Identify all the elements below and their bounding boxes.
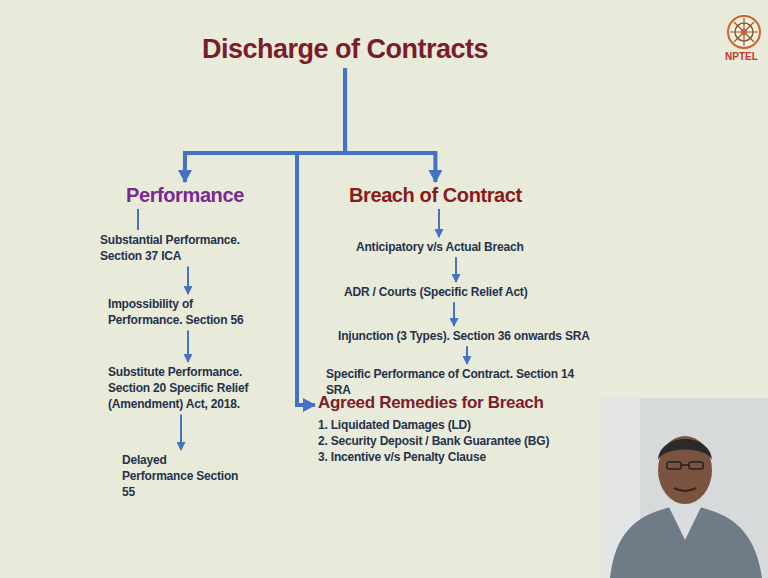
node-body: 1. Liquidated Damages (LD)	[318, 417, 583, 433]
node-heading: Discharge of Contracts	[202, 34, 488, 65]
flow-arrow	[455, 257, 457, 282]
nptel-logo	[728, 16, 760, 48]
flow-node: Injunction (3 Types). Section 36 onwards…	[338, 328, 598, 344]
flow-arrow	[185, 68, 345, 182]
flow-arrow	[297, 68, 345, 405]
flow-node: Impossibility of Performance. Section 56	[108, 296, 268, 328]
flow-arrow	[137, 209, 139, 230]
node-heading: Impossibility of Performance. Section 56	[108, 296, 268, 328]
flow-node: Agreed Remedies for Breach 1. Liquidated …	[318, 393, 583, 465]
title-node: Discharge of Contracts	[202, 34, 488, 65]
flow-node: Delayed Performance Section 55	[122, 452, 240, 501]
node-heading: Breach of Contract	[349, 184, 522, 207]
flow-arrow	[180, 415, 182, 450]
flow-node: Performance	[126, 184, 244, 207]
node-heading: Anticipatory v/s Actual Breach	[356, 239, 556, 255]
node-heading: ADR / Courts (Specific Relief Act)	[344, 284, 564, 300]
flow-node: Breach of Contract	[349, 184, 522, 207]
logo-label: NPTEL	[725, 51, 758, 62]
flow-arrow	[187, 266, 189, 294]
node-body: 3. Incentive v/s Penalty Clause	[318, 449, 583, 465]
node-heading: Delayed Performance Section 55	[122, 452, 240, 501]
flow-arrow	[187, 330, 189, 362]
node-heading: Performance	[126, 184, 244, 207]
flow-arrow	[453, 302, 455, 326]
flow-arrow	[466, 346, 468, 364]
flow-node: Substitute Performance. Section 20 Speci…	[108, 364, 273, 413]
flow-arrow	[438, 209, 440, 237]
node-body: 2. Security Deposit / Bank Guarantee (BG…	[318, 433, 583, 449]
node-heading: Injunction (3 Types). Section 36 onwards…	[338, 328, 598, 344]
flow-node: Substantial Performance. Section 37 ICA	[100, 232, 270, 264]
node-heading: Substantial Performance. Section 37 ICA	[100, 232, 270, 264]
flow-node: ADR / Courts (Specific Relief Act)	[344, 284, 564, 300]
node-heading: Substitute Performance. Section 20 Speci…	[108, 364, 273, 413]
webcam-video	[600, 398, 768, 578]
node-heading: Agreed Remedies for Breach	[318, 393, 583, 413]
flow-arrow	[345, 68, 435, 182]
flow-node: Anticipatory v/s Actual Breach	[356, 239, 556, 255]
